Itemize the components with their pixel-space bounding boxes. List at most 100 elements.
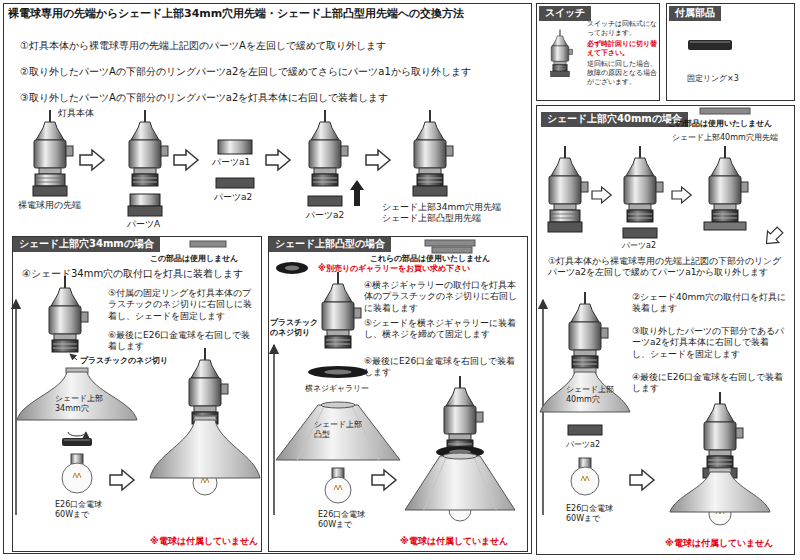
label-text: この部品は使用しません xyxy=(150,254,238,264)
panel-box: シェード上部穴34mmの場合 xyxy=(12,236,262,552)
fixing-ring xyxy=(688,40,732,50)
thread-line xyxy=(553,66,566,67)
panel-heading: 付属部品 xyxy=(669,6,721,21)
socket-part xyxy=(35,174,65,186)
thread-line xyxy=(53,344,77,345)
thread-line xyxy=(551,214,579,215)
switch-knob xyxy=(741,182,748,192)
socket-cap xyxy=(131,122,159,140)
lamp-shade xyxy=(150,420,260,478)
part-a2 xyxy=(128,206,162,216)
switch-knob xyxy=(66,146,73,156)
socket-neck xyxy=(709,450,731,456)
lamp-socket xyxy=(624,146,663,222)
thread-line xyxy=(713,214,737,215)
socket-part xyxy=(712,210,738,222)
bulb-filament xyxy=(201,478,209,483)
label-text: ③取り外したパーツAの下部分のリングパーツa2を灯具本体に右回しで装着します xyxy=(20,92,388,105)
cord xyxy=(49,110,51,122)
step-arrow xyxy=(592,187,611,203)
thread-line xyxy=(313,178,337,179)
socket-neck xyxy=(314,168,336,174)
socket-cap xyxy=(51,288,79,306)
part-a2 xyxy=(623,228,657,238)
warning-note: ※電球は付属していません xyxy=(150,536,258,547)
socket-body xyxy=(309,140,341,168)
cord xyxy=(337,272,339,284)
socket-neck xyxy=(39,168,61,174)
lamp-socket xyxy=(704,146,748,230)
socket-body xyxy=(49,306,81,334)
socket-cap xyxy=(191,360,219,378)
cord xyxy=(429,110,431,122)
thread-line xyxy=(708,464,732,465)
warning-note: ※別売りのギャラリーをお買い求め下さい xyxy=(318,264,470,274)
lamp-shade xyxy=(540,372,630,412)
label-text: パーツa2 xyxy=(566,440,600,450)
socket-part xyxy=(325,336,351,348)
socket-body xyxy=(549,176,581,204)
bulb-glass xyxy=(325,477,351,503)
label-text: ②シェード40mm穴の取付口を灯具に装着します xyxy=(632,292,787,315)
gallery xyxy=(436,446,484,458)
panel-heading: シェード上部凸型の場合 xyxy=(269,237,391,252)
panel-heading: シェード上部穴40mmの場合 xyxy=(541,112,688,127)
socket-body xyxy=(129,140,161,168)
shade-line xyxy=(297,405,325,460)
cord xyxy=(64,276,66,288)
cord xyxy=(719,392,721,404)
part-a1 xyxy=(130,194,160,206)
step-arrow xyxy=(174,150,198,170)
label-text: E26口金電球 60Wまで xyxy=(55,500,102,520)
socket-body xyxy=(322,302,354,330)
thread-line xyxy=(573,360,597,361)
thread-line xyxy=(708,460,732,461)
cord xyxy=(459,376,461,388)
socket-body xyxy=(414,140,446,168)
label-text: ⑤付属の固定リングを灯具本体のプラスチックのネジ切りに右回しに装着し、シェードを… xyxy=(108,288,258,322)
switch-knob xyxy=(736,428,743,438)
panel-box: スイッチスイッチは回転式になっております。必ず時計回りに切り替えて下さい。逆回転… xyxy=(536,3,660,101)
unused-part xyxy=(425,240,475,246)
thread-line xyxy=(326,344,350,345)
thread-line xyxy=(551,218,579,219)
socket-cap xyxy=(311,122,339,140)
socket-cap xyxy=(551,158,579,176)
part-a2 xyxy=(568,425,602,435)
label-text: ①灯具本体から裸電球専用の先端上記図の下部分のリングパーツa2を左回しで緩めてパ… xyxy=(548,256,790,279)
socket-part xyxy=(417,174,443,186)
lamp-socket xyxy=(551,29,573,76)
panel-box: シェード上部凸型の場合 xyxy=(268,236,528,552)
switch-knob xyxy=(81,312,88,322)
socket-body xyxy=(34,140,66,168)
panel-heading: 裸電球専用の先端からシェード上部34mm穴用先端・シェード上部凸型用先端への交換… xyxy=(8,7,464,21)
switch-knob xyxy=(446,146,453,156)
label-text: パーツa2 xyxy=(306,210,344,221)
panel-heading: スイッチ xyxy=(539,6,591,21)
label-text: ⑥最後にE26口金電球を右回しで装着します xyxy=(364,356,524,379)
switch-knob xyxy=(601,328,608,338)
shade-collar xyxy=(321,402,355,408)
panel-heading: シェード上部穴34mmの場合 xyxy=(13,237,160,252)
socket-neck xyxy=(419,168,441,174)
unused-part xyxy=(700,108,750,114)
label-text: プラスチック のネジ切り xyxy=(270,318,318,338)
thread-line xyxy=(448,444,472,445)
socket-neck xyxy=(134,168,156,174)
label-text: パーツa2 xyxy=(214,192,252,203)
socket-neck xyxy=(54,334,76,340)
socket-body xyxy=(551,46,569,61)
rotation-arrow xyxy=(68,432,86,436)
thread-line xyxy=(36,178,64,179)
note-text: スイッチは回転式になっております。 xyxy=(587,20,657,38)
bulb-filament xyxy=(581,476,589,481)
direction-arrow xyxy=(15,300,17,515)
socket-part xyxy=(312,174,338,186)
ring-highlight xyxy=(64,440,90,441)
lamp-socket xyxy=(189,348,228,424)
lamp-socket xyxy=(569,292,608,368)
cord xyxy=(724,146,726,158)
label-text: パーツA xyxy=(127,219,160,230)
step-arrow xyxy=(366,150,390,170)
